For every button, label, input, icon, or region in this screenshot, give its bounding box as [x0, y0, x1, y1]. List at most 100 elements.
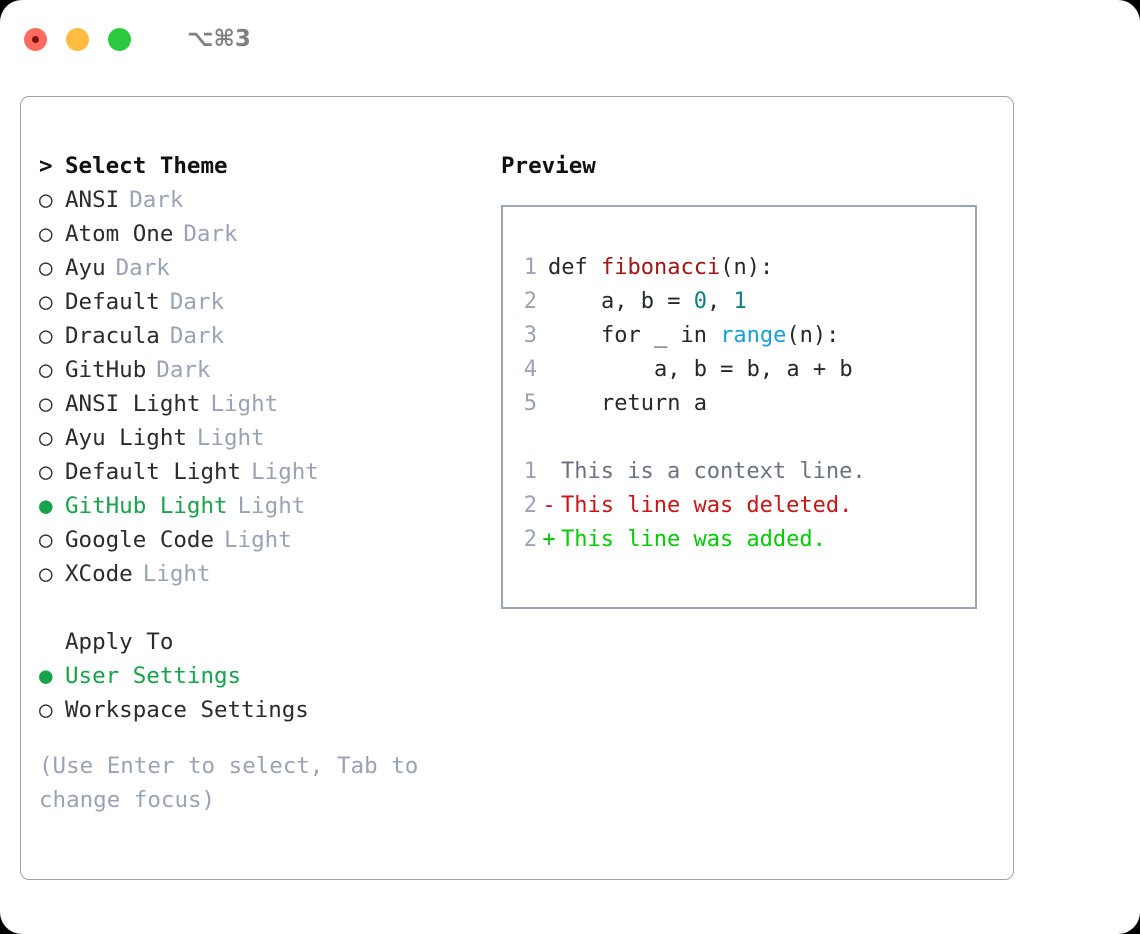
radio-unselected-icon: ○: [39, 323, 53, 349]
title-bar: ⌥⌘3: [0, 0, 1140, 78]
theme-variant-label: Light: [142, 561, 211, 587]
select-theme-heading: > Select Theme: [39, 149, 469, 183]
diff-line-del: 2-This line was deleted.: [511, 489, 969, 523]
diff-line-add: 2+This line was added.: [511, 523, 969, 557]
radio-selected-icon: ●: [39, 663, 53, 689]
theme-name-label: Atom One: [65, 221, 174, 247]
code-text: a, b = 0, 1: [548, 285, 747, 319]
line-number: 1: [523, 459, 537, 484]
radio-unselected-icon: ○: [39, 425, 53, 451]
maximize-button[interactable]: [108, 27, 131, 51]
line-number: 2: [523, 493, 537, 518]
theme-name-label: Google Code: [65, 527, 215, 553]
code-token-plain: for _ in: [548, 323, 721, 348]
apply-to-option[interactable]: ○ Workspace Settings: [39, 693, 469, 727]
theme-name-label: GitHub Light: [65, 493, 228, 519]
keyboard-hint-text: (Use Enter to select, Tab to change focu…: [39, 753, 432, 813]
code-text: for _ in range(n):: [548, 319, 839, 353]
theme-list-item[interactable]: ○ Dracula Dark: [39, 319, 469, 353]
apply-to-heading: ○ Apply To: [39, 625, 469, 659]
theme-variant-label: Dark: [115, 255, 170, 281]
line-number: 2: [523, 527, 537, 552]
apply-to-option-label: User Settings: [65, 663, 242, 689]
theme-list-item[interactable]: ○ Ayu Light Light: [39, 421, 469, 455]
minimize-button[interactable]: [66, 27, 89, 51]
theme-variant-label: Dark: [129, 187, 184, 213]
theme-variant-label: Light: [196, 425, 265, 451]
code-text: a, b = b, a + b: [548, 353, 853, 387]
theme-list-item[interactable]: ● GitHub Light Light: [39, 489, 469, 523]
section-spacer: [39, 591, 469, 625]
radio-selected-icon: ●: [39, 493, 53, 519]
code-line: 1 def fibonacci(n):: [511, 251, 969, 285]
code-token-plain: a, b =: [548, 289, 694, 314]
code-token-num: 0: [693, 289, 707, 314]
code-token-builtin: range: [720, 323, 787, 348]
theme-variant-label: Dark: [183, 221, 238, 247]
radio-unselected-icon: ○: [39, 527, 53, 553]
radio-unselected-icon: ○: [39, 289, 53, 315]
preview-heading: Preview: [501, 153, 596, 179]
diff-text: This line was deleted.: [561, 493, 853, 518]
code-token-fn: fibonacci: [600, 255, 721, 280]
theme-name-label: Dracula: [65, 323, 160, 349]
window-controls: [24, 27, 131, 51]
theme-name-label: XCode: [65, 561, 133, 587]
theme-name-label: Ayu: [65, 255, 106, 281]
theme-list-item[interactable]: ○ Ayu Dark: [39, 251, 469, 285]
apply-to-list: ● User Settings ○ Workspace Settings: [39, 659, 469, 727]
line-number: 3: [523, 323, 537, 348]
code-text: return a: [548, 387, 707, 421]
select-theme-heading-label: Select Theme: [65, 153, 228, 179]
line-number: 1: [523, 255, 537, 280]
radio-unselected-icon: ○: [39, 255, 53, 281]
code-token-plain: def: [548, 255, 601, 280]
radio-unselected-icon: ○: [39, 561, 53, 587]
theme-name-label: Ayu Light: [65, 425, 187, 451]
theme-list-item[interactable]: ○ Default Dark: [39, 285, 469, 319]
radio-unselected-icon: ○: [39, 391, 53, 417]
code-line: 5 return a: [511, 387, 969, 421]
apply-to-marker-placeholder: ○: [39, 625, 65, 659]
code-token-plain: return a: [548, 391, 707, 416]
theme-name-label: Default Light: [65, 459, 242, 485]
diff-line-context: 1 This is a context line.: [511, 455, 969, 489]
prompt-arrow-icon: >: [39, 153, 53, 179]
diff-sample: 1 This is a context line.2-This line was…: [511, 455, 969, 557]
theme-variant-label: Light: [237, 493, 306, 519]
code-token-num: 1: [733, 289, 747, 314]
apply-to-option-label: Workspace Settings: [65, 697, 309, 723]
theme-list-item[interactable]: ○ XCode Light: [39, 557, 469, 591]
diff-text: This line was added.: [561, 527, 826, 552]
apply-to-option[interactable]: ● User Settings: [39, 659, 469, 693]
code-token-plain: (n):: [786, 323, 840, 348]
radio-unselected-icon: ○: [39, 221, 53, 247]
theme-variant-label: Dark: [169, 289, 225, 315]
line-number: 2: [523, 289, 537, 314]
code-line: 2 a, b = 0, 1: [511, 285, 969, 319]
diff-marker: -: [542, 493, 556, 518]
theme-variant-label: Dark: [169, 323, 225, 349]
code-text: def fibonacci(n):: [548, 251, 773, 285]
radio-unselected-icon: ○: [39, 697, 53, 723]
theme-name-label: Default: [65, 289, 160, 315]
apply-to-heading-label: Apply To: [65, 629, 174, 655]
radio-unselected-icon: ○: [39, 187, 53, 213]
code-token-plain: (n):: [720, 255, 774, 280]
theme-name-label: GitHub: [65, 357, 147, 383]
theme-variant-label: Light: [210, 391, 279, 417]
close-button[interactable]: [24, 27, 47, 51]
theme-list-item[interactable]: ○ Atom One Dark: [39, 217, 469, 251]
